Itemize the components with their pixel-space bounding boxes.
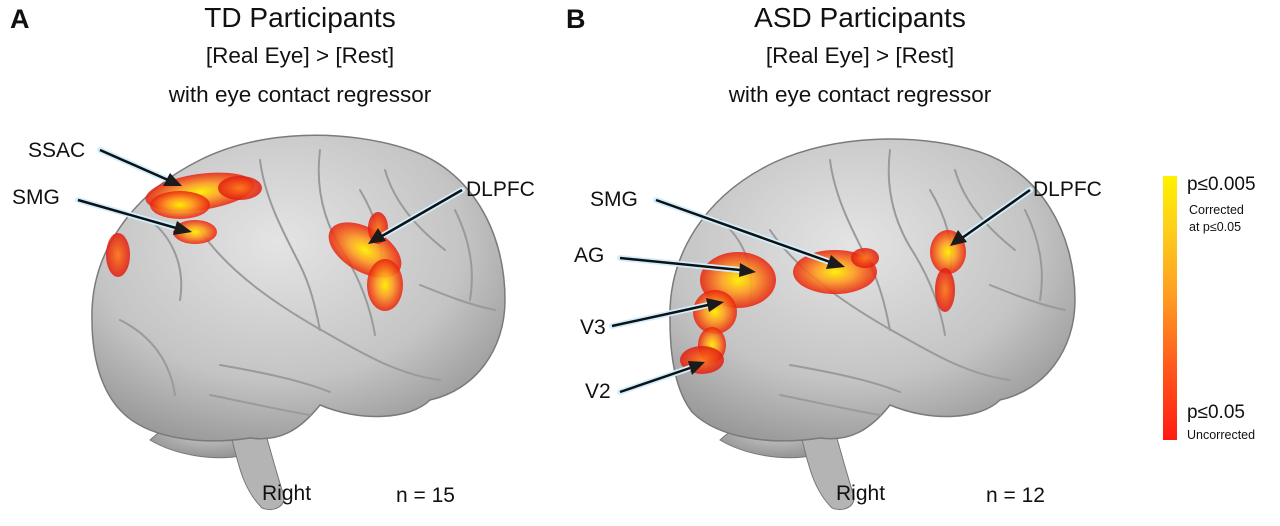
arrow-b-v2 [617, 361, 705, 395]
panel-b-condition: with eye contact regressor [728, 82, 992, 107]
panel-a-contrast: [Real Eye] > [Rest] [205, 43, 395, 68]
arrow-a-smg [75, 197, 192, 235]
arrow-a-ssac [97, 147, 182, 186]
panel-b-title: ASD Participants [754, 2, 966, 33]
brain-a [91, 134, 506, 510]
label-a-dlpfc: DLPFC [466, 178, 535, 201]
arrow-b-ag [617, 255, 756, 277]
label-a-smg: SMG [12, 186, 60, 209]
panel-b-contrast: [Real Eye] > [Rest] [765, 43, 955, 68]
arrow-b-smg [653, 197, 845, 269]
arrow-a-dlpfc [368, 187, 465, 244]
label-b-v2: V2 [585, 380, 611, 403]
panel-a-title: TD Participants [204, 2, 396, 33]
panel-b-n: n = 12 [986, 484, 1045, 507]
label-a-ssac: SSAC [28, 139, 86, 162]
colorbar-bottom-note: Uncorrected [1187, 428, 1256, 442]
panel-b-letter: B [566, 4, 586, 34]
arrow-b-dlpfc [950, 187, 1033, 246]
colorbar [1163, 176, 1177, 440]
label-b-v3: V3 [580, 316, 606, 339]
panel-a-view-label: Right [262, 482, 312, 505]
label-b-dlpfc: DLPFC [1033, 178, 1102, 201]
arrow-b-v3 [609, 298, 724, 329]
label-b-smg: SMG [590, 188, 638, 211]
label-b-ag: AG [574, 244, 605, 267]
panel-a-n: n = 15 [396, 484, 455, 507]
colorbar-top-note-2: at p≤0.05 [1189, 220, 1242, 234]
colorbar-top-note-1: Corrected [1189, 203, 1244, 217]
panel-a-letter: A [10, 4, 30, 34]
colorbar-top-value: p≤0.005 [1187, 174, 1256, 195]
panel-a-condition: with eye contact regressor [168, 82, 432, 107]
colorbar-bottom-value: p≤0.05 [1187, 402, 1245, 423]
panel-b-view-label: Right [836, 482, 886, 505]
brain-b [669, 138, 1076, 510]
